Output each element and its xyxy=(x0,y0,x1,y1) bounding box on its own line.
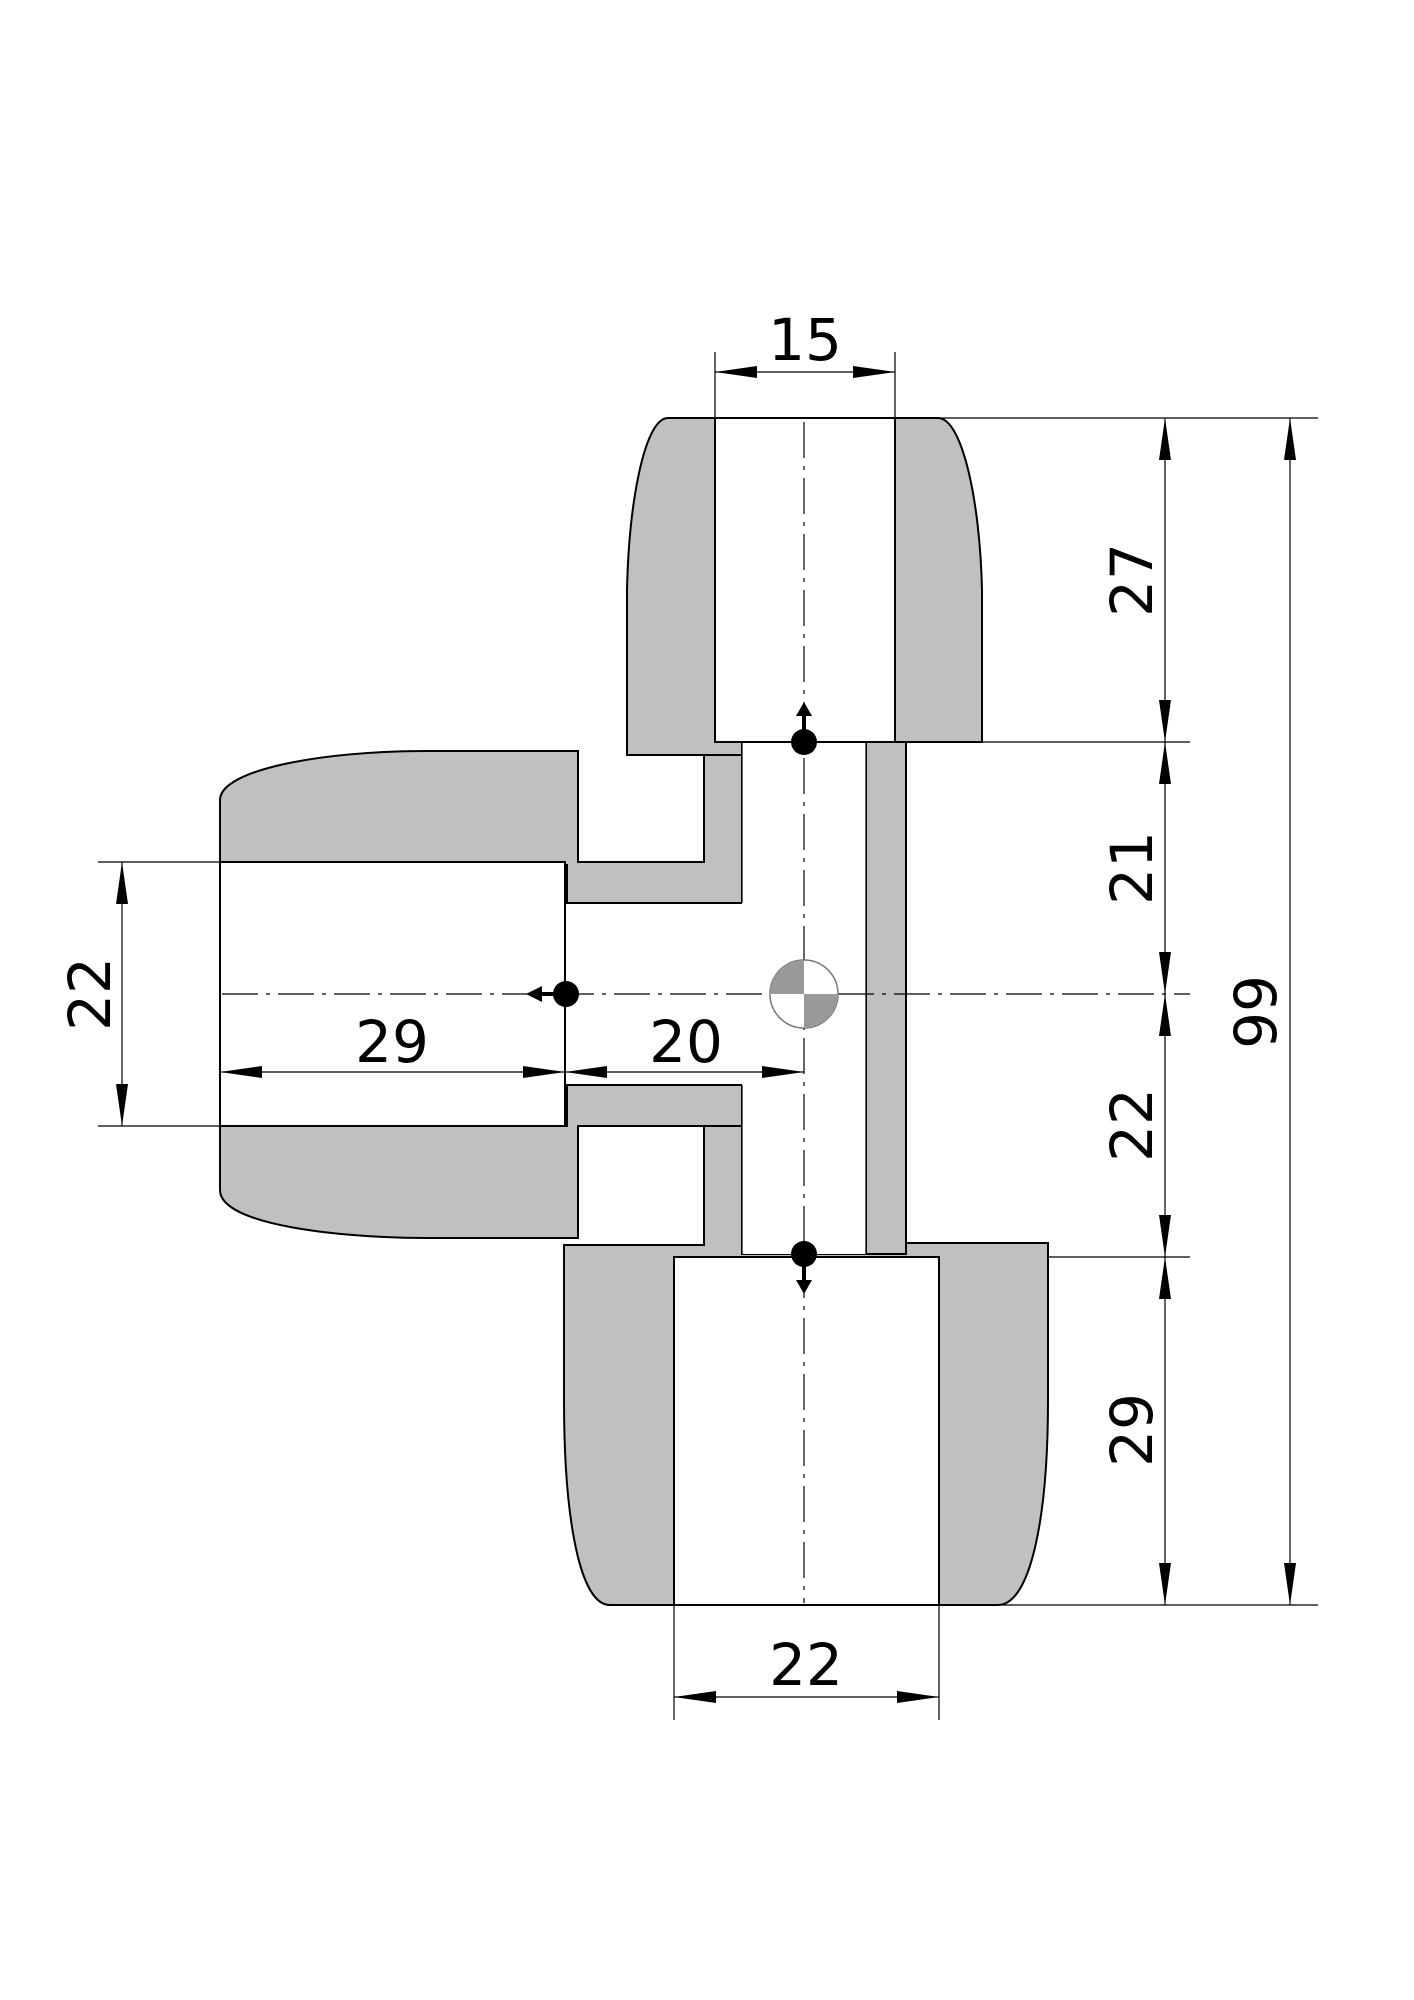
dim-label-lower-middle: 22 xyxy=(1098,1088,1166,1162)
dim-label-top-socket-depth: 27 xyxy=(1098,543,1166,617)
dim-label-bottom-bore: 22 xyxy=(769,1631,843,1699)
central-web xyxy=(865,741,907,1255)
flow-marker-bottom-icon xyxy=(791,1241,817,1294)
top-bore xyxy=(714,417,896,743)
dim-label-left-bore: 22 xyxy=(56,957,124,1031)
flow-marker-top-icon xyxy=(791,702,817,755)
dim-label-left-offset: 20 xyxy=(649,1008,723,1076)
center-mark-icon xyxy=(769,959,839,1029)
dim-label-upper-middle: 21 xyxy=(1098,831,1166,905)
dim-left-socket: 22 29 20 xyxy=(56,861,804,1127)
dim-label-bottom-socket-depth: 29 xyxy=(1098,1393,1166,1467)
dim-top-bore-width: 15 xyxy=(714,306,896,418)
dim-right-chain: 27 21 22 29 99 xyxy=(895,417,1318,1606)
dim-label-left-socket-depth: 29 xyxy=(355,1008,429,1076)
bottom-bore xyxy=(673,1256,940,1606)
dim-label-top-bore: 15 xyxy=(768,306,842,374)
flow-marker-left-icon xyxy=(526,981,579,1007)
dim-bottom-bore-width: 22 xyxy=(673,1605,940,1720)
dim-label-overall-height: 99 xyxy=(1222,975,1290,1049)
